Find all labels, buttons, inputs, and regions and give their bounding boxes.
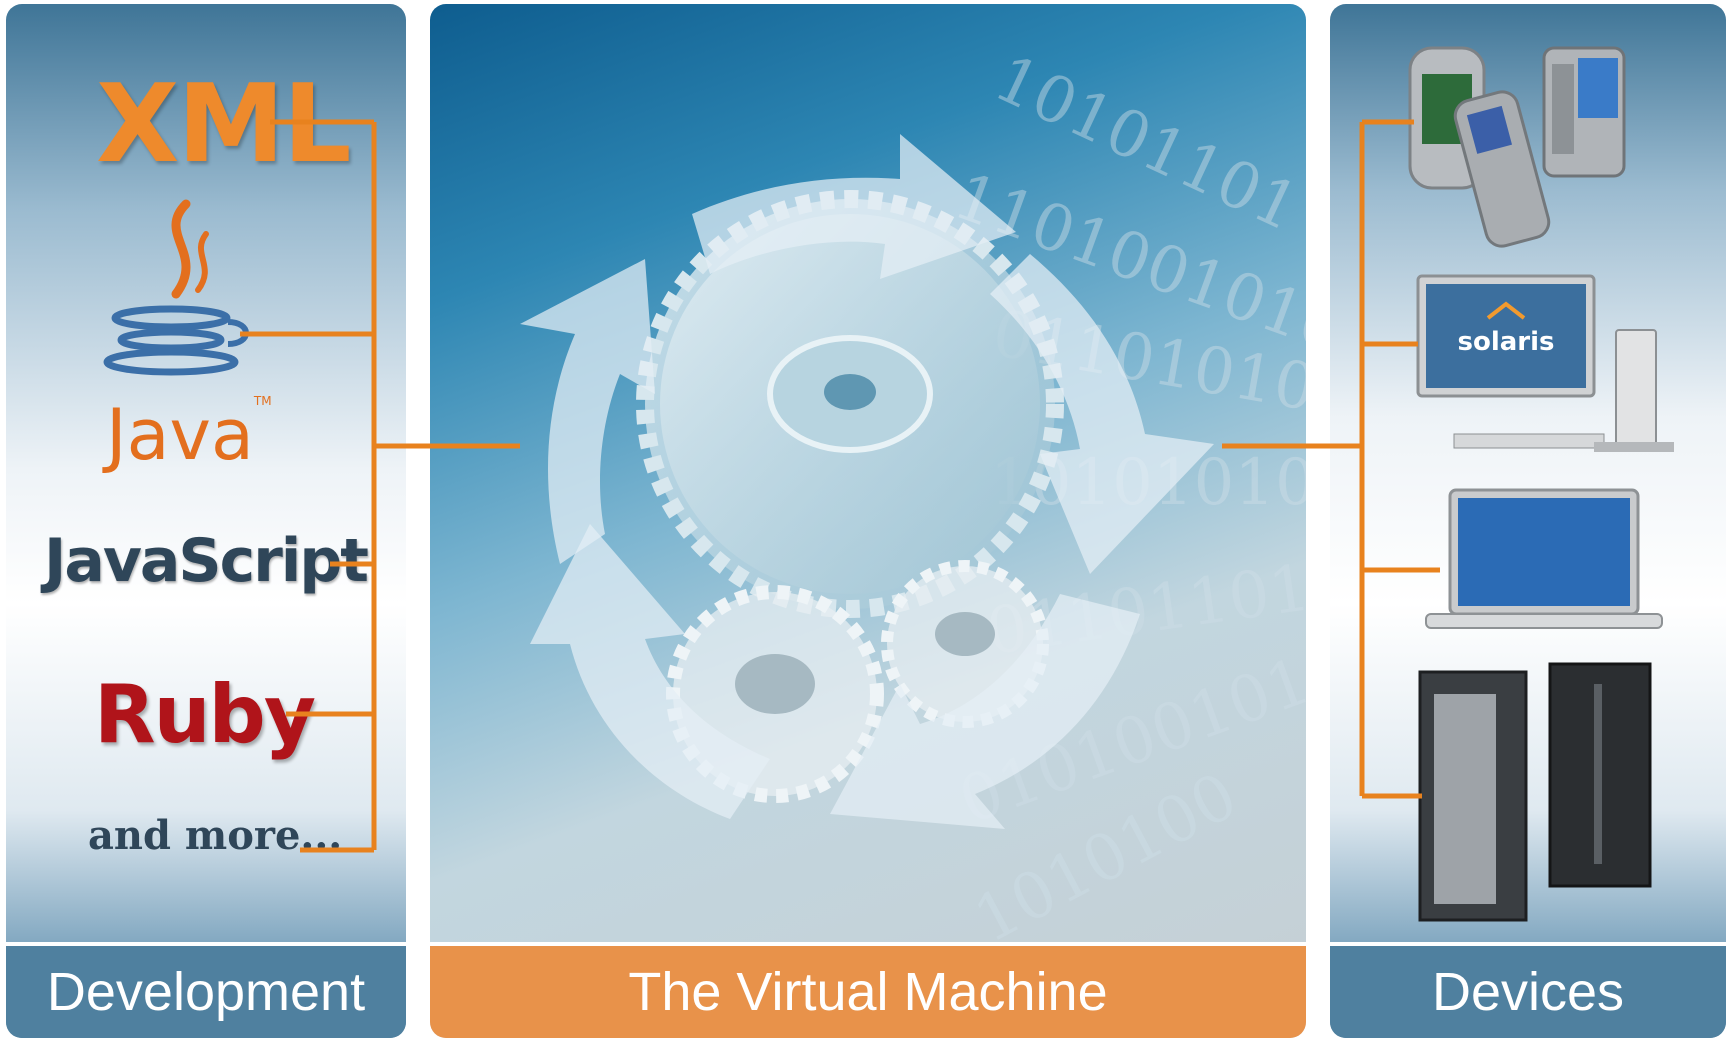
development-panel: XML JavaTM JavaScript Ruby and more... D… [6, 4, 406, 1038]
and-more-label: and more... [88, 812, 343, 859]
development-footer: Development [6, 942, 406, 1038]
java-cup-icon [103, 199, 249, 376]
servers-icon [1418, 662, 1652, 922]
solaris-desktop-icon: solaris [1416, 274, 1674, 452]
java-label: JavaTM [106, 394, 272, 476]
solaris-label: solaris [1457, 327, 1554, 357]
devices-footer: Devices [1330, 942, 1726, 1038]
xml-label: XML [96, 62, 352, 187]
ruby-label: Ruby [94, 668, 316, 761]
virtual-machine-footer: The Virtual Machine [430, 942, 1306, 1038]
javascript-label: JavaScript [44, 526, 369, 596]
devices-graphics: solaris [1408, 46, 1674, 922]
cycle-arrows-icon [520, 134, 1214, 829]
handheld-devices-icon [1408, 46, 1626, 248]
devices-panel: solaris Devices [1330, 4, 1726, 1038]
laptop-icon [1425, 488, 1663, 629]
